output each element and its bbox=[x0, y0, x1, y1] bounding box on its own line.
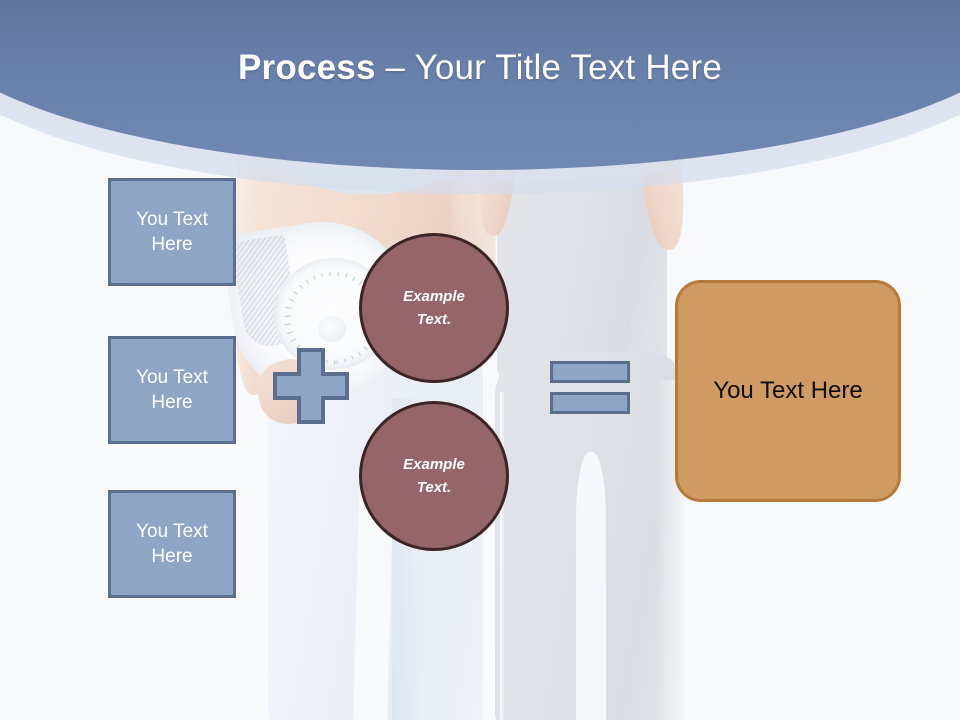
example-circle-1-line1: Example bbox=[403, 287, 465, 305]
equals-icon-bar-bottom bbox=[550, 392, 630, 414]
photo-scale-knob bbox=[318, 316, 346, 342]
result-box[interactable]: You Text Here bbox=[675, 280, 901, 502]
input-box-2-label: You Text Here bbox=[136, 366, 208, 413]
page-title-regular: – Your Title Text Here bbox=[375, 48, 722, 87]
example-circle-2-label: Example Text. bbox=[403, 453, 465, 500]
example-circle-1-label: Example Text. bbox=[403, 285, 465, 332]
input-box-3[interactable]: You Text Here bbox=[108, 490, 236, 598]
result-box-label: You Text Here bbox=[713, 377, 863, 404]
input-box-2[interactable]: You Text Here bbox=[108, 336, 236, 444]
example-circle-2[interactable]: Example Text. bbox=[359, 401, 509, 551]
page-title-bold: Process bbox=[238, 48, 376, 87]
page-title: Process – Your Title Text Here bbox=[0, 48, 960, 88]
plus-icon bbox=[272, 347, 350, 425]
example-circle-1-line2: Text. bbox=[416, 311, 452, 328]
photo-right-neck bbox=[548, 104, 604, 134]
equals-icon-bar-top bbox=[550, 361, 630, 383]
example-circle-1[interactable]: Example Text. bbox=[359, 233, 509, 383]
input-box-1[interactable]: You Text Here bbox=[108, 178, 236, 286]
example-circle-2-line1: Example bbox=[403, 455, 465, 473]
photo-right-pants-seam bbox=[500, 392, 504, 720]
example-circle-2-line2: Text. bbox=[416, 479, 452, 496]
input-box-3-label: You Text Here bbox=[136, 520, 208, 567]
input-box-1-label: You Text Here bbox=[136, 208, 208, 255]
photo-right-pants-gap bbox=[576, 452, 606, 720]
